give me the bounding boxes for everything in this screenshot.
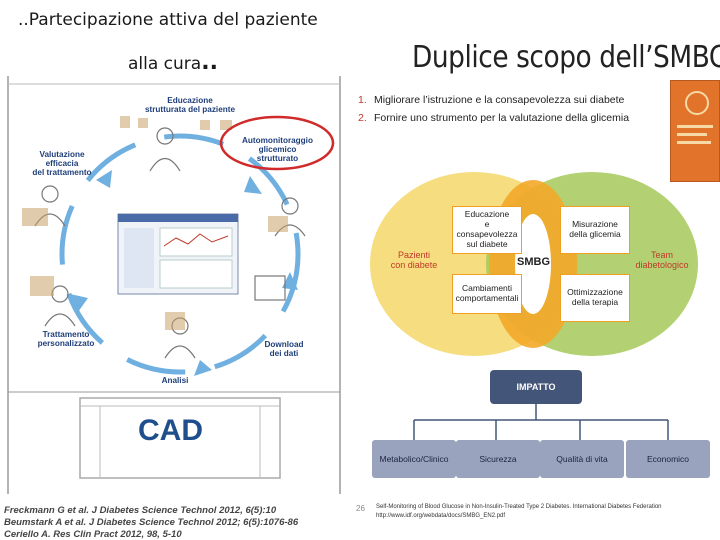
reference-2: Beumstark A et al. J Diabetes Science Te…	[4, 517, 299, 528]
page-number: 26	[356, 504, 365, 513]
label-download: Download dei dati	[264, 340, 304, 359]
label-treatment: Trattamento personalizzato	[37, 330, 95, 349]
footnote-line-2: http://www.idf.org/webdata/docs/SMBG_EN2…	[376, 513, 506, 519]
reference-1: Freckmann G et al. J Diabetes Science Te…	[4, 505, 277, 516]
label-self-monitoring: Automonitoraggio glicemico strutturato	[242, 136, 313, 164]
goals-list: 1. Migliorare l’istruzione e la consapevo…	[358, 94, 629, 130]
care-cycle-illustration	[7, 76, 341, 494]
guideline-book-cover	[670, 80, 720, 182]
outcome-box-safety: Sicurezza	[456, 440, 540, 478]
outcome-box-quality: Qualità di vita	[540, 440, 624, 478]
impact-box: IMPATTO	[490, 370, 582, 404]
venn-box-education: Educazione e consapevolezza sul diabete	[452, 206, 522, 254]
left-subtitle: alla cura..	[128, 50, 218, 75]
venn-box-measure-text: Misurazione della glicemia	[569, 219, 621, 239]
label-analysis: Analisi	[161, 376, 189, 385]
venn-center	[515, 214, 551, 314]
goal-item-1: 1. Migliorare l’istruzione e la consapevo…	[358, 94, 629, 106]
goal-text-1: Migliorare l’istruzione e la consapevole…	[374, 94, 625, 106]
cycle-circle	[59, 133, 301, 375]
footnote-line-1: Self-Monitoring of Blood Glucose in Non-…	[376, 504, 662, 510]
left-subtitle-text: alla cura	[128, 54, 202, 74]
goal-text-2: Fornire uno strumento per la valutazione…	[374, 112, 630, 124]
highlight-ellipse	[219, 115, 335, 171]
reference-3: Ceriello A. Res Clin Pract 2012, 98, 5-1…	[4, 529, 182, 540]
left-title: ..Partecipazione attiva del paziente	[18, 10, 318, 30]
venn-box-therapy: Ottimizzazione della terapia	[560, 274, 630, 322]
venn-box-behaviour-text: Cambiamenti comportamentali	[455, 283, 519, 303]
goal-num-1: 1.	[358, 94, 367, 106]
venn-label-patients: Pazienti con diabete	[390, 250, 438, 271]
venn-box-behaviour: Cambiamenti comportamentali	[452, 274, 522, 314]
goal-item-2: 2. Fornire uno strumento per la valutazio…	[358, 112, 629, 124]
goal-num-2: 2.	[358, 112, 367, 124]
venn-center-label: SMBG	[517, 256, 550, 268]
venn-box-therapy-text: Ottimizzazione della terapia	[567, 287, 623, 307]
outcome-box-economic: Economico	[626, 440, 710, 478]
page-title: Duplice scopo dell’SMBG	[412, 40, 720, 75]
label-education: Educazione strutturata del paziente	[144, 96, 236, 115]
label-evaluation: Valutazione efficacia del trattamento	[32, 150, 92, 178]
left-subtitle-dots: ..	[201, 50, 218, 75]
impact-connectors	[413, 404, 669, 440]
venn-box-education-text: Educazione e consapevolezza sul diabete	[456, 209, 518, 249]
venn-box-measure: Misurazione della glicemia	[560, 206, 630, 254]
cad-label: CAD	[138, 414, 203, 447]
outcome-box-metabolic: Metabolico/Clinico	[372, 440, 456, 478]
venn-label-team: Team diabetologico	[635, 250, 689, 271]
venn-diagram	[370, 172, 698, 356]
